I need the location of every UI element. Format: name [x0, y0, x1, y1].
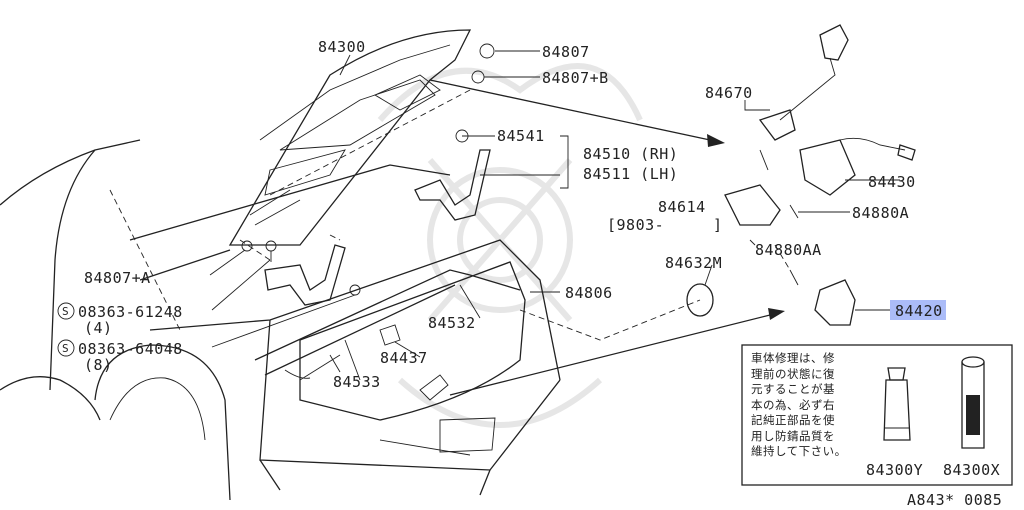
hinge-parts	[241, 43, 495, 306]
label-84541: 84541	[497, 127, 545, 145]
label-screw-2: 08363-64048	[78, 340, 183, 358]
pointer-arrows	[429, 79, 785, 396]
label-84300x: 84300X	[943, 461, 1000, 479]
label-84806: 84806	[565, 284, 613, 302]
label-84533: 84533	[333, 373, 381, 391]
label-84511: 84511 (LH)	[583, 165, 678, 183]
label-screw-1-qty: (4)	[84, 319, 113, 337]
dashed-guides	[109, 89, 791, 341]
spray-can-label	[966, 395, 980, 435]
label-84880a: 84880A	[852, 204, 909, 222]
label-84807-a: 84807+A	[84, 269, 151, 287]
repair-note-text: 車体修理は、修 理前の状態に復 元することが基 本の為、必ず右 記純正部品を使 …	[751, 351, 847, 458]
highlight-84420	[890, 300, 946, 320]
torsion-bars	[254, 269, 521, 401]
diagram-code: A843* 0085	[907, 491, 1002, 509]
label-84437: 84437	[380, 349, 428, 367]
label-84614: 84614	[658, 198, 706, 216]
label-screw-2-qty: (8)	[84, 356, 113, 374]
car-body	[0, 139, 561, 501]
paint-tube-icon	[883, 367, 911, 441]
label-84614-date-end: ]	[713, 216, 723, 234]
label-84300y: 84300Y	[866, 461, 923, 479]
s-marker-2	[57, 339, 75, 357]
label-84670: 84670	[705, 84, 753, 102]
spray-can-icon	[961, 356, 985, 449]
label-84430: 84430	[868, 173, 916, 191]
label-84420: 84420	[895, 302, 943, 320]
watermark-emblem	[377, 63, 643, 428]
label-84807-b: 84807+B	[542, 69, 609, 87]
lock-components	[686, 24, 916, 326]
s-marker-2-text: S	[62, 342, 69, 355]
label-84532: 84532	[428, 314, 476, 332]
leader-lines	[209, 50, 900, 373]
repair-note-box	[741, 344, 1013, 486]
label-84632m: 84632M	[665, 254, 722, 272]
label-84300: 84300	[318, 38, 366, 56]
s-marker-1-text: S	[62, 305, 69, 318]
label-84614-date: [9803-	[607, 216, 664, 234]
label-84807: 84807	[542, 43, 590, 61]
s-marker-1	[57, 302, 75, 320]
label-84880aa: 84880AA	[755, 241, 822, 259]
label-screw-1: 08363-61248	[78, 303, 183, 321]
label-84510: 84510 (RH)	[583, 145, 678, 163]
